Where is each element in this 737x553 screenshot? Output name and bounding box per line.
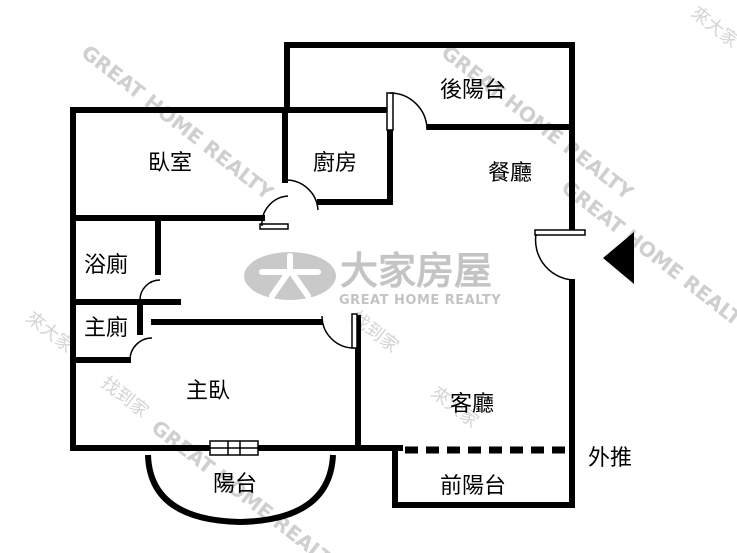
label-dining: 餐廳 [488, 161, 532, 186]
doors [129, 92, 586, 456]
watermark-en-1: GREAT HOME REALTY [77, 40, 278, 205]
logo-text-cn: 大家房屋 [340, 249, 492, 293]
label-rear-balcony: 後陽台 [440, 78, 506, 103]
logo-mark-icon [244, 252, 336, 300]
balcony-arc [145, 454, 336, 526]
label-push-out: 外推 [588, 446, 632, 471]
room-labels: 後陽台 臥室 廚房 餐廳 浴廁 主廁 主臥 客廳 陽台 前陽台 外推 [84, 78, 632, 499]
watermark-cn-5: 來大家 [687, 2, 737, 52]
entrance-arrow-icon [603, 232, 634, 284]
label-bath: 浴廁 [84, 253, 128, 278]
label-balcony: 陽台 [213, 472, 257, 497]
label-living: 客廳 [450, 392, 494, 417]
label-front-balcony: 前陽台 [440, 474, 506, 499]
watermark-en-2: GREAT HOME REALTY [437, 40, 638, 205]
walls [70, 42, 575, 508]
logo-text-en: GREAT HOME REALTY [339, 293, 501, 308]
watermark-en-4: GREAT HOME REALTY [557, 175, 737, 340]
label-kitchen: 廚房 [313, 151, 357, 176]
label-master-bedroom: 主臥 [186, 379, 230, 404]
watermark-cn-3: 來大家 [22, 307, 77, 357]
watermark-cn-2: 找到家 [97, 372, 152, 422]
label-master-bath: 主廁 [84, 316, 128, 341]
label-bedroom: 臥室 [148, 151, 192, 176]
